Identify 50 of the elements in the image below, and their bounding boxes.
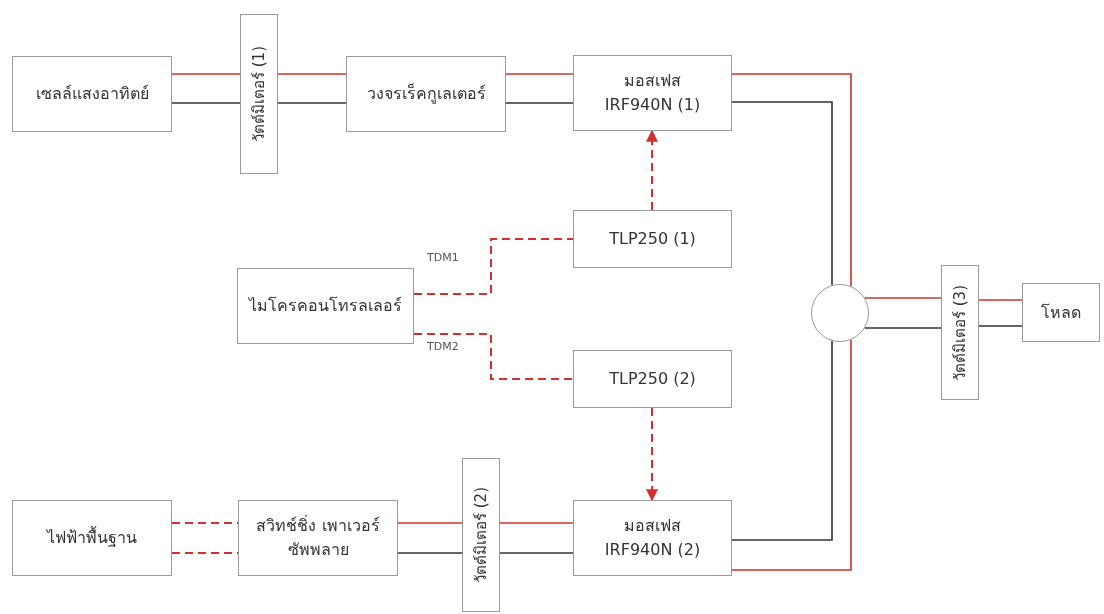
node-label: วงจรเร็คกูเลเตอร์: [366, 82, 486, 106]
wire: [731, 73, 852, 287]
wire: [499, 522, 574, 524]
load-box: [1022, 283, 1100, 342]
wire: [277, 102, 347, 104]
wire: [397, 522, 463, 524]
wattmeter-box: [240, 14, 278, 174]
node-label: สวิทช์ชิ่ง เพาเวอร์ซัพพลาย: [255, 514, 381, 561]
node-label: IRF940N (1): [604, 94, 701, 116]
arrow: [646, 129, 658, 211]
wire: [397, 552, 463, 554]
mosfet-box: [573, 55, 732, 131]
wire: [505, 73, 574, 75]
wire: [731, 101, 833, 286]
wire: [978, 299, 1023, 301]
node-label: TLP250 (2): [609, 368, 696, 390]
wattmeter-box: [941, 265, 979, 400]
power-supply-box: [238, 500, 398, 576]
wire: [731, 340, 833, 541]
node-label: IRF940N (2): [604, 539, 701, 561]
node-label: วัตต์มิเตอร์ (2): [471, 487, 491, 583]
arrow: [646, 407, 658, 502]
regulator-box: [346, 56, 506, 132]
node-label: ไฟฟ้าพื้นฐาน: [47, 526, 137, 549]
driver-box: [573, 210, 732, 268]
wire: [978, 325, 1023, 327]
node-label: มอสเฟส: [624, 70, 681, 92]
wire: [277, 73, 347, 75]
microcontroller-box: [237, 268, 414, 344]
signal-line: [413, 238, 574, 295]
wire: [171, 73, 241, 75]
node-label: โหลด: [1041, 301, 1081, 324]
node-label: มอสเฟส: [624, 515, 681, 537]
mosfet-box: [573, 500, 732, 576]
wire: [864, 297, 942, 299]
wire: [864, 327, 942, 329]
solar-cell-box: [12, 56, 172, 132]
wire: [505, 102, 574, 104]
node-label: ไมโครคอนโทรลเลอร์: [249, 295, 402, 317]
grid-power-box: [12, 500, 172, 576]
wattmeter-box: [462, 458, 500, 612]
node-label: วัตต์มิเตอร์ (3): [950, 284, 970, 381]
node-label: TLP250 (1): [609, 228, 696, 250]
wire: [171, 102, 241, 104]
driver-box: [573, 350, 732, 408]
wire: [499, 552, 574, 554]
signal-line: [413, 333, 574, 380]
node-label: เซลล์แสงอาทิตย์: [35, 83, 149, 105]
node-label: วัตต์มิเตอร์ (1): [249, 46, 269, 142]
wire: [731, 339, 852, 571]
